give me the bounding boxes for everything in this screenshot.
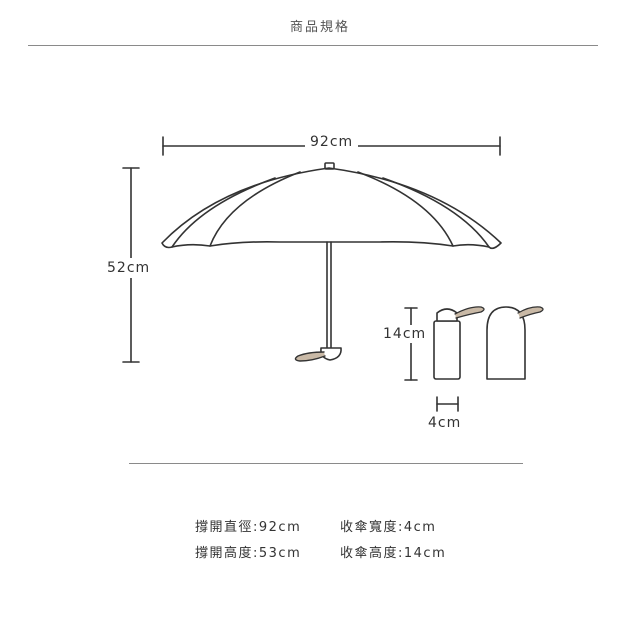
open-width-label: 92cm: [305, 134, 359, 150]
umbrella-rib-left-inner: [171, 177, 276, 248]
storage-case-strap: [517, 306, 544, 319]
bottom-divider: [129, 463, 523, 464]
page-title: 商品規格: [289, 20, 350, 35]
spec-folded-width: 收傘寬度:4cm: [340, 520, 437, 535]
open-height-label: 52cm: [104, 258, 154, 278]
folded-height-label: 14cm: [381, 325, 429, 343]
folded-umbrella-strap: [454, 306, 485, 319]
umbrella-rib-right-outer: [382, 177, 490, 248]
spec-open-height: 撐開高度:53cm: [195, 546, 302, 561]
umbrella-rib-left-outer: [209, 171, 301, 247]
folded-umbrella-body: [433, 320, 461, 380]
folded-width-label: 4cm: [426, 415, 464, 431]
umbrella-strap: [294, 351, 326, 362]
spec-open-diameter: 撐開直徑:92cm: [195, 520, 302, 535]
storage-case: [486, 306, 526, 380]
folded-umbrella-cap: [436, 308, 458, 322]
umbrella-rib-right-inner: [357, 171, 454, 247]
umbrella-top-cap: [324, 162, 335, 170]
spec-folded-height: 收傘高度:14cm: [340, 546, 447, 561]
top-divider: [28, 45, 598, 46]
